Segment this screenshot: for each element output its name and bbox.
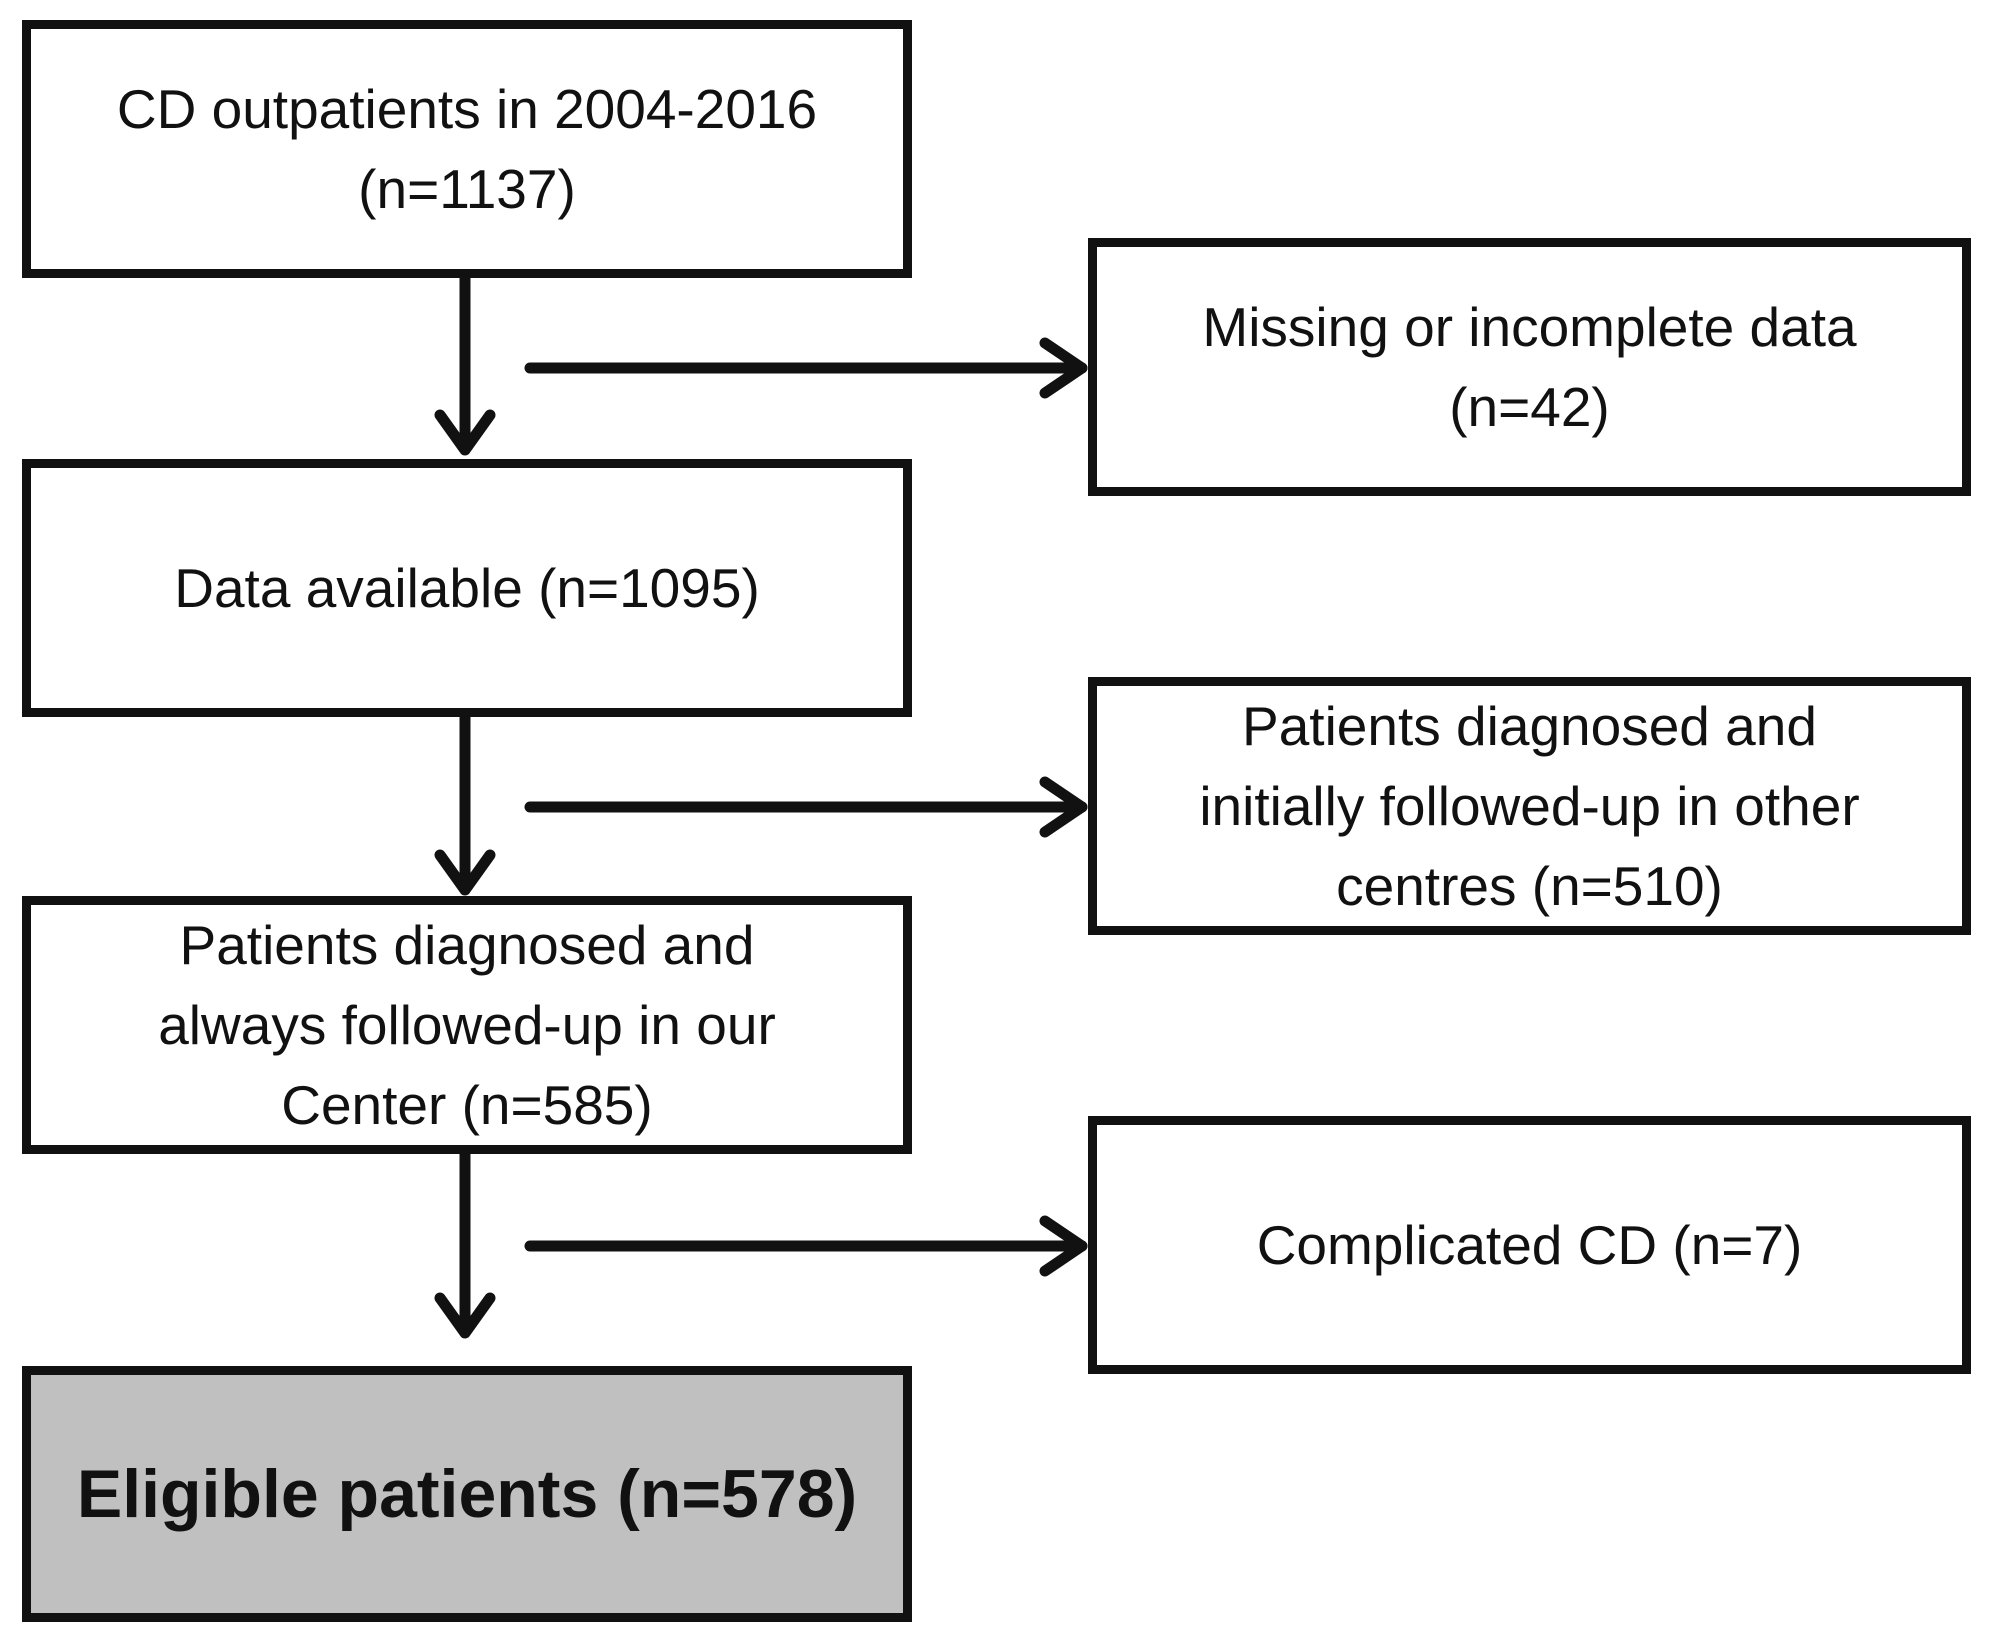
exclusion-label-other-centres: Patients diagnosed and initially followe… [1199,695,1860,917]
exclusion-box-missing-data: Missing or incomplete data (n=42) [1088,238,1971,496]
step-label-outpatients: CD outpatients in 2004-2016 (n=1137) [116,78,818,220]
arrow-right-2-head [1039,776,1088,838]
arrow-down-2-head [434,849,496,896]
step-label-data-available: Data available (n=1095) [174,557,760,619]
exclusion-label-missing-data: Missing or incomplete data (n=42) [1202,296,1857,438]
arrow-down-3-head [434,1292,496,1339]
arrow-right-1-head [1039,337,1088,399]
step-box-eligible: Eligible patients (n=578) [22,1366,912,1622]
exclusion-box-other-centres: Patients diagnosed and initially followe… [1088,677,1971,935]
arrow-down-1-head [434,409,496,456]
arrow-right-3-head [1039,1215,1088,1277]
step-box-outpatients: CD outpatients in 2004-2016 (n=1137) [22,20,912,278]
step-label-always-followed: Patients diagnosed and always followed-u… [158,914,776,1136]
exclusion-box-complicated-cd: Complicated CD (n=7) [1088,1116,1971,1374]
step-box-data-available: Data available (n=1095) [22,459,912,717]
step-box-always-followed: Patients diagnosed and always followed-u… [22,896,912,1154]
step-label-eligible: Eligible patients (n=578) [76,1456,858,1532]
exclusion-label-complicated-cd: Complicated CD (n=7) [1256,1214,1803,1276]
